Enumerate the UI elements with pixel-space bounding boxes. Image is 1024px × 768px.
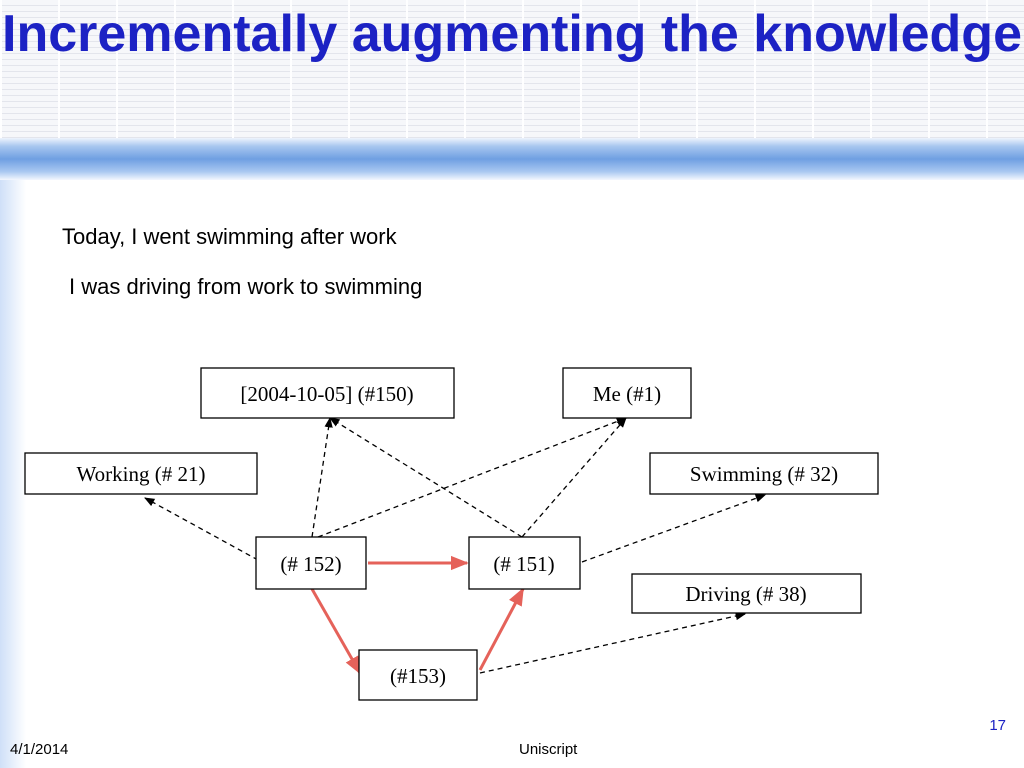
footer-date: 4/1/2014	[10, 741, 69, 758]
node-151: (# 151)	[468, 536, 581, 590]
node-driving: Driving (# 38)	[631, 573, 862, 614]
edge-153-151	[478, 587, 525, 671]
node-153: (#153)	[358, 649, 478, 701]
slide-title: Incrementally augmenting the knowledge	[2, 5, 1022, 63]
node-swimming-label: Swimming (# 32)	[690, 462, 838, 486]
node-date: [2004-10-05] (#150)	[200, 367, 455, 419]
left-edge-shade	[0, 180, 26, 768]
sentence-1: Today, I went swimming after work	[62, 224, 397, 249]
title-background	[0, 0, 1024, 138]
node-me-label: Me (#1)	[593, 382, 661, 406]
node-working: Working (# 21)	[24, 452, 258, 495]
edge-152-me	[317, 417, 627, 538]
node-working-label: Working (# 21)	[77, 462, 206, 486]
title-divider-bar	[0, 138, 1024, 180]
node-date-label: [2004-10-05] (#150)	[240, 382, 413, 406]
node-151-label: (# 151)	[493, 552, 554, 576]
edge-151-date	[329, 417, 523, 538]
edge-151-swimming	[581, 494, 766, 563]
edge-152-date	[311, 416, 333, 538]
edge-152-153	[310, 588, 362, 675]
slide-number: 17	[989, 717, 1006, 734]
node-swimming: Swimming (# 32)	[649, 452, 879, 495]
node-152: (# 152)	[255, 536, 367, 590]
node-153-label: (#153)	[390, 664, 446, 688]
edge-153-driving	[479, 611, 747, 674]
sentence-2: I was driving from work to swimming	[69, 274, 423, 299]
footer-center-text: Uniscript	[519, 741, 578, 758]
node-152-label: (# 152)	[280, 552, 341, 576]
node-me: Me (#1)	[562, 367, 692, 419]
node-driving-label: Driving (# 38)	[685, 582, 806, 606]
edge-152-working	[144, 497, 259, 561]
edge-151-me	[521, 417, 627, 538]
